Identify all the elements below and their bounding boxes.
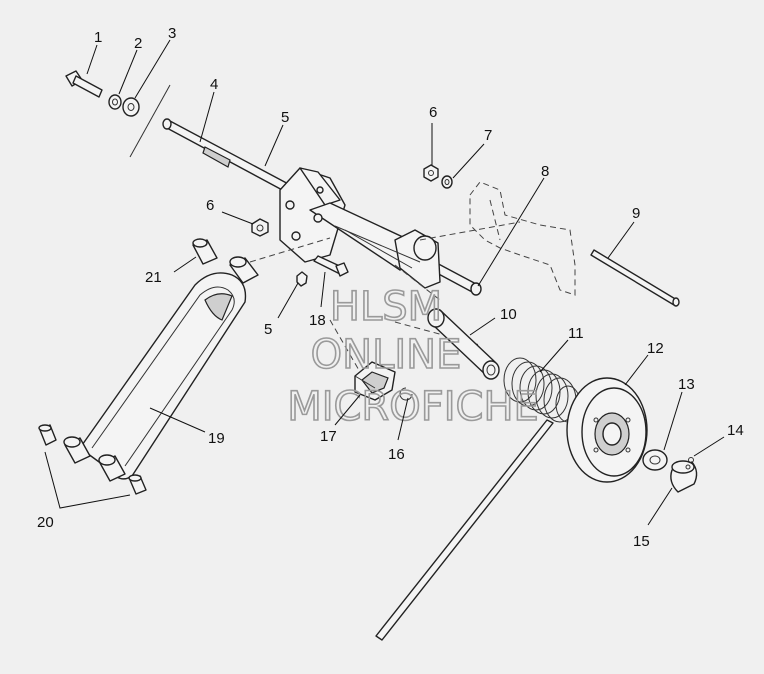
callout-21: 21: [145, 269, 162, 286]
part-small-nut: [296, 271, 308, 287]
callout-3: 3: [168, 25, 176, 42]
callout-16: 16: [388, 446, 405, 463]
callout-2: 2: [134, 35, 142, 52]
part-arm-bracket: [279, 167, 441, 289]
part-bushing: [192, 238, 218, 265]
callout-13: 13: [678, 376, 695, 393]
callout-5-lower: 5: [264, 321, 272, 338]
callout-6-left: 6: [206, 197, 214, 214]
part-link-arm: [79, 272, 247, 480]
leader-lines: [44, 39, 725, 526]
callout-6: 6: [429, 104, 437, 121]
part-bushing: [229, 256, 259, 284]
callout-4: 4: [210, 76, 218, 93]
watermark-line-3: MICROFICHE: [287, 384, 539, 430]
part-plate-outline: [469, 181, 576, 296]
callout-17: 17: [320, 428, 337, 445]
callout-18: 18: [309, 312, 326, 329]
part-collar: [670, 460, 698, 493]
part-washer: [441, 175, 453, 189]
part-clamp: [354, 361, 396, 401]
part-sleeve: [427, 308, 500, 380]
callout-20: 20: [37, 514, 54, 531]
part-nut: [251, 218, 269, 237]
callout-9: 9: [632, 205, 640, 222]
part-flat-washer: [122, 97, 140, 117]
callout-10: 10: [500, 306, 517, 323]
part-bushing: [128, 474, 147, 495]
part-bolt: [65, 70, 103, 98]
callout-labels: 1 2 3 4 5 6 7 8 9 10 11 12 13 14 15 16 1…: [37, 25, 744, 550]
dashed-guide: [249, 237, 331, 263]
part-bushing: [63, 436, 91, 464]
callout-19: 19: [208, 430, 225, 447]
axis-line: [129, 84, 171, 158]
part-spacer-washer: [642, 449, 668, 471]
part-rod: [590, 249, 680, 307]
part-bushing: [98, 454, 126, 482]
callout-8: 8: [541, 163, 549, 180]
callout-11: 11: [568, 325, 584, 342]
part-torsion-spring: [375, 357, 581, 641]
part-bushing: [38, 424, 57, 446]
callout-15: 15: [633, 533, 650, 550]
part-lock-washer: [108, 94, 122, 110]
watermark: HLSM ONLINE MICROFICHE: [286, 283, 539, 431]
dashed-guide: [329, 319, 361, 373]
callout-5: 5: [281, 109, 289, 126]
watermark-line-1: HLSM: [330, 284, 442, 330]
callout-1: 1: [94, 29, 102, 46]
dashed-guide: [419, 221, 521, 241]
callout-14: 14: [727, 422, 744, 439]
part-idler-wheel: [566, 377, 648, 483]
part-nut: [423, 164, 439, 182]
part-short-bolt: [313, 255, 349, 277]
part-snap-ring: [399, 387, 413, 401]
watermark-line-2: ONLINE: [311, 332, 462, 378]
callout-7: 7: [484, 127, 492, 144]
callout-12: 12: [647, 340, 664, 357]
